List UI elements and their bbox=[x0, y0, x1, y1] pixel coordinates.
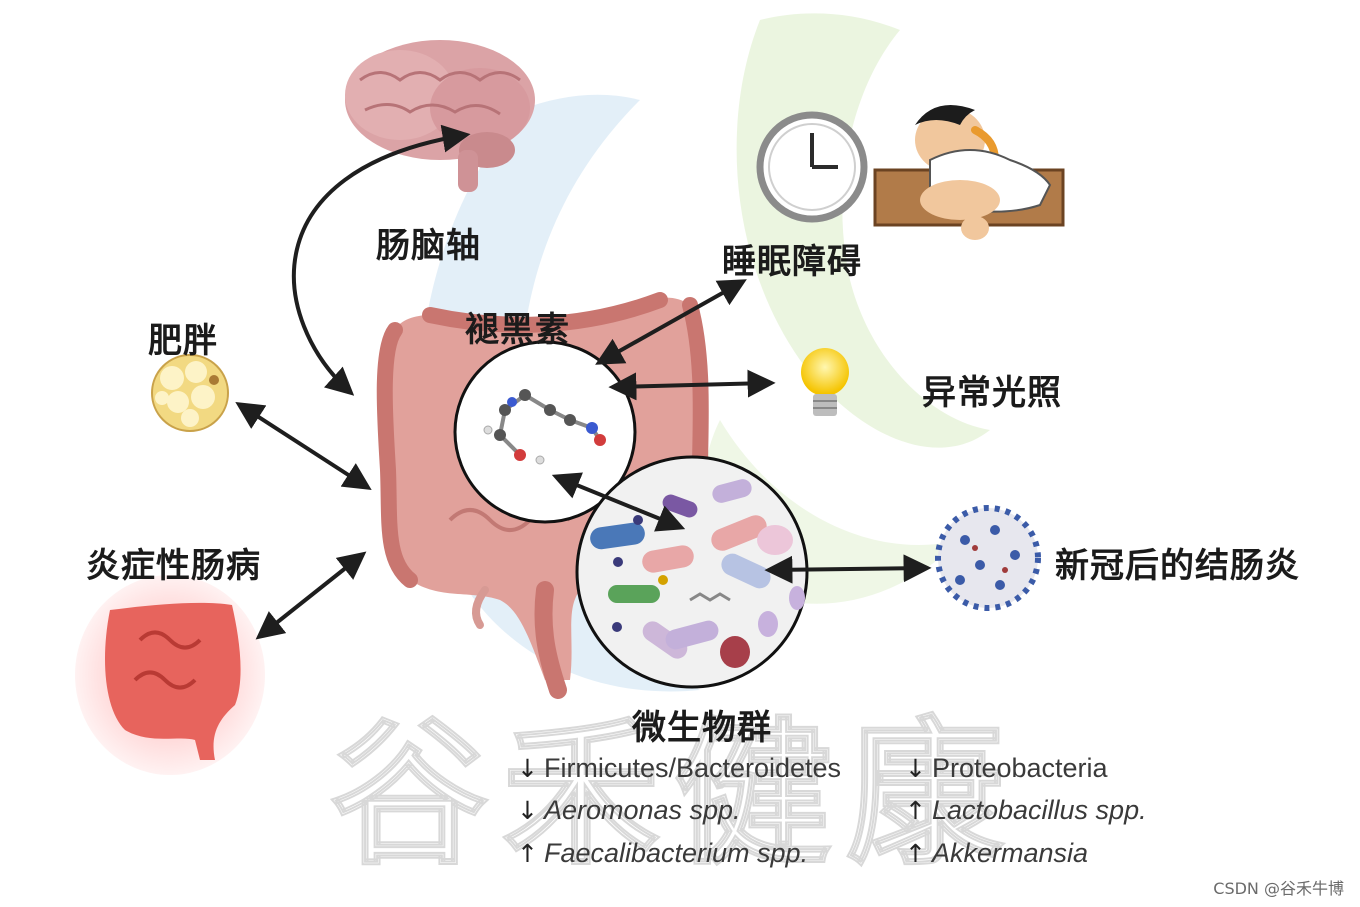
taxa-item: ↑Akkermansia bbox=[905, 838, 1088, 869]
label-microbiota: 微生物群 bbox=[632, 708, 772, 748]
arrow-ibd-gut bbox=[255, 551, 367, 640]
arrow-gut-brain bbox=[291, 124, 471, 396]
label-post-covid-colitis: 新冠后的结肠炎 bbox=[1055, 546, 1300, 586]
arrow-melatonin-microbiota bbox=[551, 472, 686, 532]
label-sleep-disorder: 睡眠障碍 bbox=[722, 242, 862, 282]
taxa-item: ↑Lactobacillus spp. bbox=[905, 795, 1147, 826]
taxa-item: ↓Proteobacteria bbox=[905, 753, 1108, 784]
label-abnormal-light: 异常光照 bbox=[922, 373, 1062, 413]
taxa-item: ↓Aeromonas spp. bbox=[517, 795, 741, 826]
label-melatonin: 褪黑素 bbox=[465, 310, 570, 350]
taxa-name: Akkermansia bbox=[931, 838, 1089, 868]
trend-arrow: ↓ bbox=[517, 754, 538, 783]
fat-cell-icon bbox=[151, 354, 229, 432]
label-obesity: 肥胖 bbox=[148, 321, 218, 361]
trend-arrow: ↓ bbox=[905, 754, 926, 783]
microbiota-circle bbox=[575, 455, 809, 689]
arrow-obesity-gut bbox=[235, 401, 372, 491]
taxa-name: Firmicutes/Bacteroidetes bbox=[543, 753, 842, 783]
inflamed-intestine-icon bbox=[75, 575, 265, 775]
clock-icon bbox=[756, 111, 868, 223]
virus-icon bbox=[935, 505, 1041, 611]
arrow-melatonin-light bbox=[608, 369, 776, 401]
credit-text: CSDN @谷禾牛博 bbox=[1213, 879, 1344, 898]
light-bulb-icon bbox=[801, 348, 849, 416]
taxa-name: Proteobacteria bbox=[931, 753, 1108, 783]
taxa-item: ↓Firmicutes/Bacteroidetes bbox=[517, 753, 841, 784]
trend-arrow: ↑ bbox=[517, 839, 538, 868]
trend-arrow: ↑ bbox=[905, 796, 926, 825]
arrow-melatonin-sleep bbox=[595, 279, 747, 365]
trend-arrow: ↓ bbox=[517, 796, 538, 825]
sleeping-person-icon bbox=[873, 105, 1065, 240]
taxa-name: Aeromonas spp. bbox=[543, 795, 741, 825]
watermark-text: 谷禾健康 bbox=[329, 702, 1018, 888]
label-gut-brain-axis: 肠脑轴 bbox=[376, 226, 481, 266]
label-ibd: 炎症性肠病 bbox=[86, 546, 261, 586]
taxa-name: Lactobacillus spp. bbox=[931, 795, 1147, 825]
taxa-name: Faecalibacterium spp. bbox=[543, 838, 809, 868]
relation-arrows bbox=[235, 124, 932, 640]
trend-arrow: ↑ bbox=[905, 839, 926, 868]
arrow-microbiota-covid bbox=[764, 554, 932, 584]
molecule-icon bbox=[483, 389, 606, 465]
taxa-item: ↑Faecalibacterium spp. bbox=[517, 838, 808, 869]
